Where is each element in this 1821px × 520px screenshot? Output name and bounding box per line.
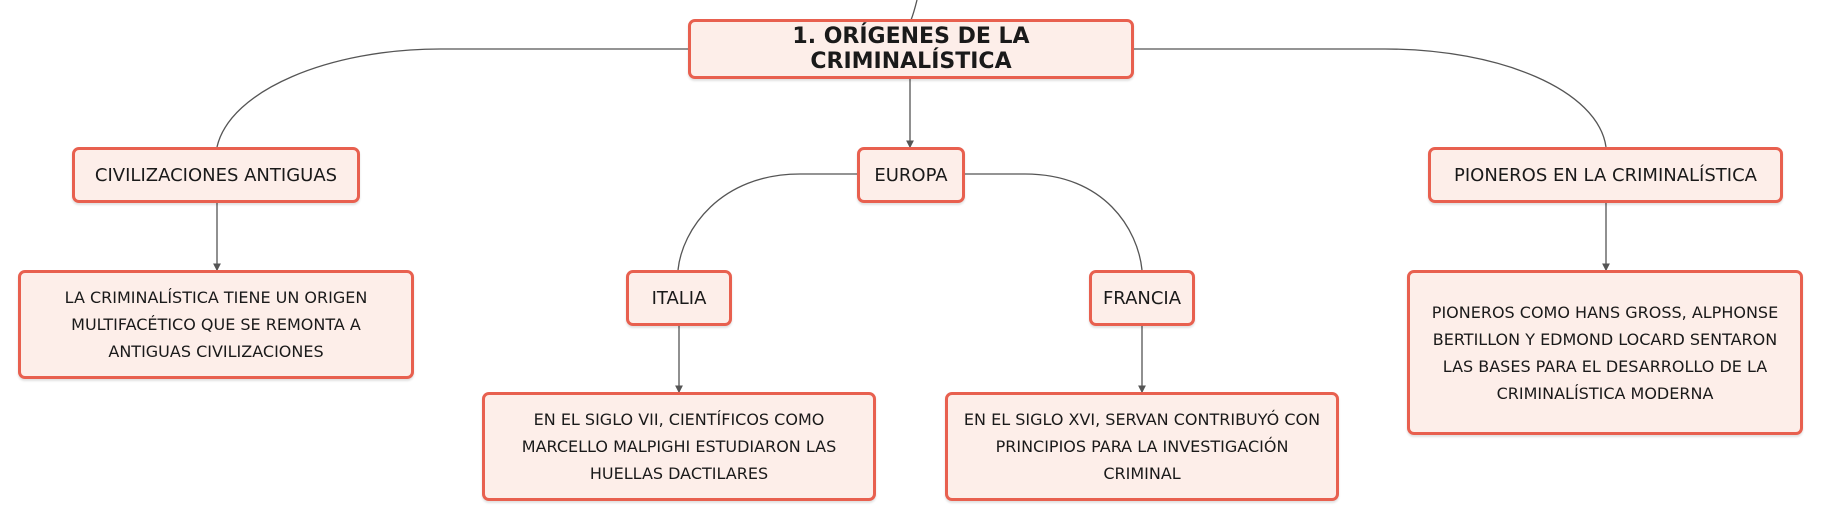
leaf-civilizaciones-antiguas-text: LA CRIMINALÍSTICA TIENE UN ORIGEN MULTIF… (64, 288, 368, 361)
edge-europa-francia (963, 173, 1143, 271)
edge-root-civilizaciones (216, 48, 690, 148)
root-node-label: 1. ORÍGENES DE LA CRIMINALÍSTICA (792, 24, 1030, 74)
node-francia[interactable]: FRANCIA (1089, 270, 1195, 326)
leaf-pioneros-text: PIONEROS COMO HANS GROSS, ALPHONSE BERTI… (1431, 302, 1779, 403)
leaf-italia-text: EN EL SIGLO VII, CIENTÍFICOS COMO MARCEL… (521, 410, 837, 483)
node-pioneros-label: PIONEROS EN LA CRIMINALÍSTICA (1454, 164, 1757, 186)
node-civilizaciones-antiguas[interactable]: CIVILIZACIONES ANTIGUAS (72, 147, 360, 203)
edge-parent-root (910, 0, 918, 21)
leaf-civilizaciones-antiguas[interactable]: LA CRIMINALÍSTICA TIENE UN ORIGEN MULTIF… (18, 270, 414, 379)
node-italia-label: ITALIA (651, 287, 707, 309)
leaf-pioneros[interactable]: PIONEROS COMO HANS GROSS, ALPHONSE BERTI… (1407, 270, 1803, 435)
edge-europa-italia (677, 173, 859, 271)
node-francia-label: FRANCIA (1102, 287, 1182, 309)
root-node[interactable]: 1. ORÍGENES DE LA CRIMINALÍSTICA (688, 19, 1134, 79)
edge-root-pioneros (1133, 48, 1607, 148)
leaf-francia[interactable]: EN EL SIGLO XVI, SERVAN CONTRIBUYÓ CON P… (945, 392, 1339, 501)
node-europa-label: EUROPA (874, 164, 948, 186)
leaf-francia-text: EN EL SIGLO XVI, SERVAN CONTRIBUYÓ CON P… (963, 410, 1321, 483)
node-italia[interactable]: ITALIA (626, 270, 732, 326)
node-europa[interactable]: EUROPA (857, 147, 965, 203)
node-civilizaciones-antiguas-label: CIVILIZACIONES ANTIGUAS (94, 164, 338, 186)
leaf-italia[interactable]: EN EL SIGLO VII, CIENTÍFICOS COMO MARCEL… (482, 392, 876, 501)
node-pioneros[interactable]: PIONEROS EN LA CRIMINALÍSTICA (1428, 147, 1783, 203)
